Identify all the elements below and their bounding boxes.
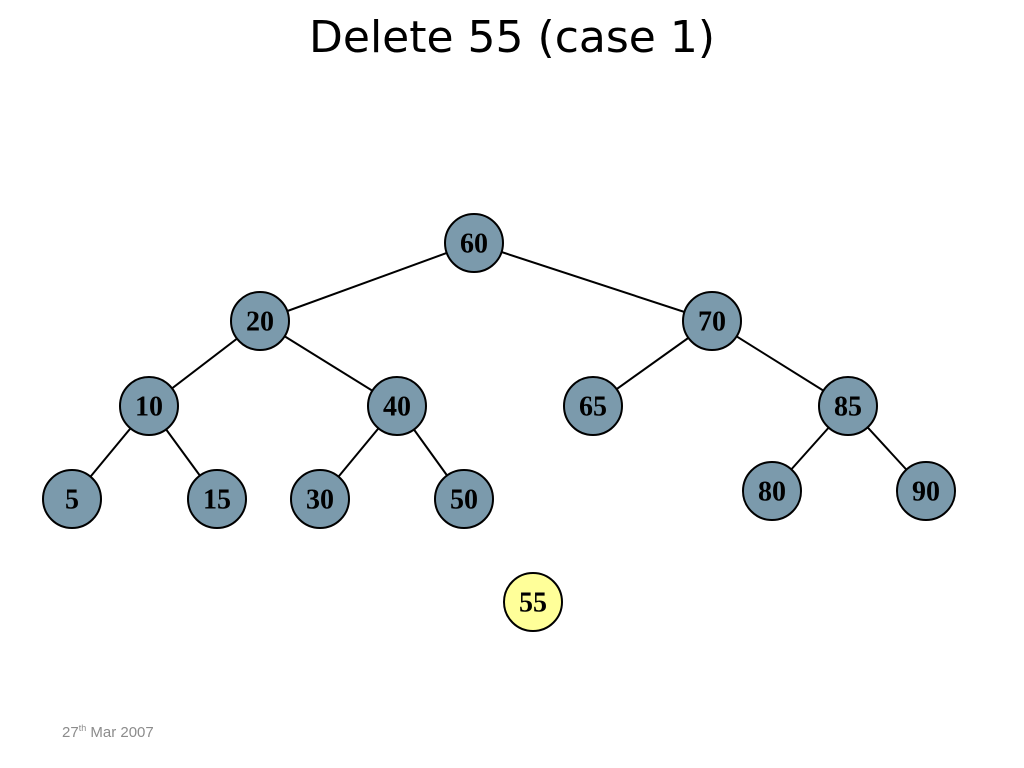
node-label: 60 xyxy=(460,229,488,260)
tree-node-40: 40 xyxy=(367,376,427,436)
edge-60-20 xyxy=(259,242,475,322)
node-label: 15 xyxy=(203,485,231,516)
node-circle xyxy=(187,469,247,529)
tree-node-20: 20 xyxy=(230,291,290,351)
node-label: 65 xyxy=(579,392,607,423)
tree-node-90: 90 xyxy=(896,461,956,521)
tree-nodes: 60 20 70 10 40 65 85 5 15 30 50 80 90 55 xyxy=(42,213,956,632)
tree-node-65: 65 xyxy=(563,376,623,436)
tree-node-10: 10 xyxy=(119,376,179,436)
footer-date: 27th Mar 2007 xyxy=(62,723,154,741)
footer-day: 27 xyxy=(62,724,79,741)
node-label: 10 xyxy=(135,392,163,423)
tree-node-60: 60 xyxy=(444,213,504,273)
slide-title: Delete 55 (case 1) xyxy=(309,12,715,63)
node-label: 40 xyxy=(383,392,411,423)
footer-month-year: Mar 2007 xyxy=(86,724,154,741)
node-label: 85 xyxy=(834,392,862,423)
node-label: 70 xyxy=(698,307,726,338)
footer-day-suffix: th xyxy=(78,723,87,733)
node-circle xyxy=(367,376,427,436)
edge-60-70 xyxy=(473,242,713,322)
node-label: 5 xyxy=(65,485,79,516)
node-circle xyxy=(682,291,742,351)
node-label: 20 xyxy=(246,307,274,338)
tree-node-70: 70 xyxy=(682,291,742,351)
node-circle xyxy=(444,213,504,273)
tree-node-80: 80 xyxy=(742,461,802,521)
node-circle xyxy=(290,469,350,529)
node-circle xyxy=(563,376,623,436)
node-circle xyxy=(42,469,102,529)
node-circle xyxy=(818,376,878,436)
node-circle xyxy=(742,461,802,521)
node-label: 30 xyxy=(306,485,334,516)
node-circle xyxy=(896,461,956,521)
node-circle xyxy=(119,376,179,436)
tree-node-50: 50 xyxy=(434,469,494,529)
node-label: 90 xyxy=(912,477,940,508)
node-label: 80 xyxy=(758,477,786,508)
node-circle xyxy=(434,469,494,529)
node-label: 55 xyxy=(519,588,547,619)
tree-node-5: 5 xyxy=(42,469,102,529)
tree-edges xyxy=(71,242,927,500)
tree-node-55: 55 xyxy=(503,572,563,632)
node-circle xyxy=(503,572,563,632)
node-label: 50 xyxy=(450,485,478,516)
node-circle xyxy=(230,291,290,351)
tree-node-15: 15 xyxy=(187,469,247,529)
tree-node-85: 85 xyxy=(818,376,878,436)
tree-node-30: 30 xyxy=(290,469,350,529)
